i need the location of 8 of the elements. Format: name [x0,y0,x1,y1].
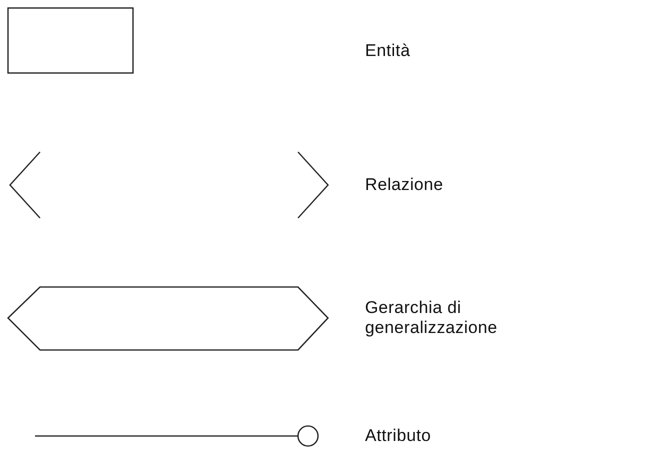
entity-symbol [7,7,134,74]
relationship-symbol [9,151,329,219]
symbol-caption: Relazione [365,175,444,195]
symbol-caption: Entità [365,41,412,61]
generalization-hierarchy-symbol [7,286,329,351]
symbol-caption: Gerarchia di generalizzazione [365,298,498,338]
symbol-caption: Attributo [365,426,432,446]
attribute-symbol [35,425,319,447]
